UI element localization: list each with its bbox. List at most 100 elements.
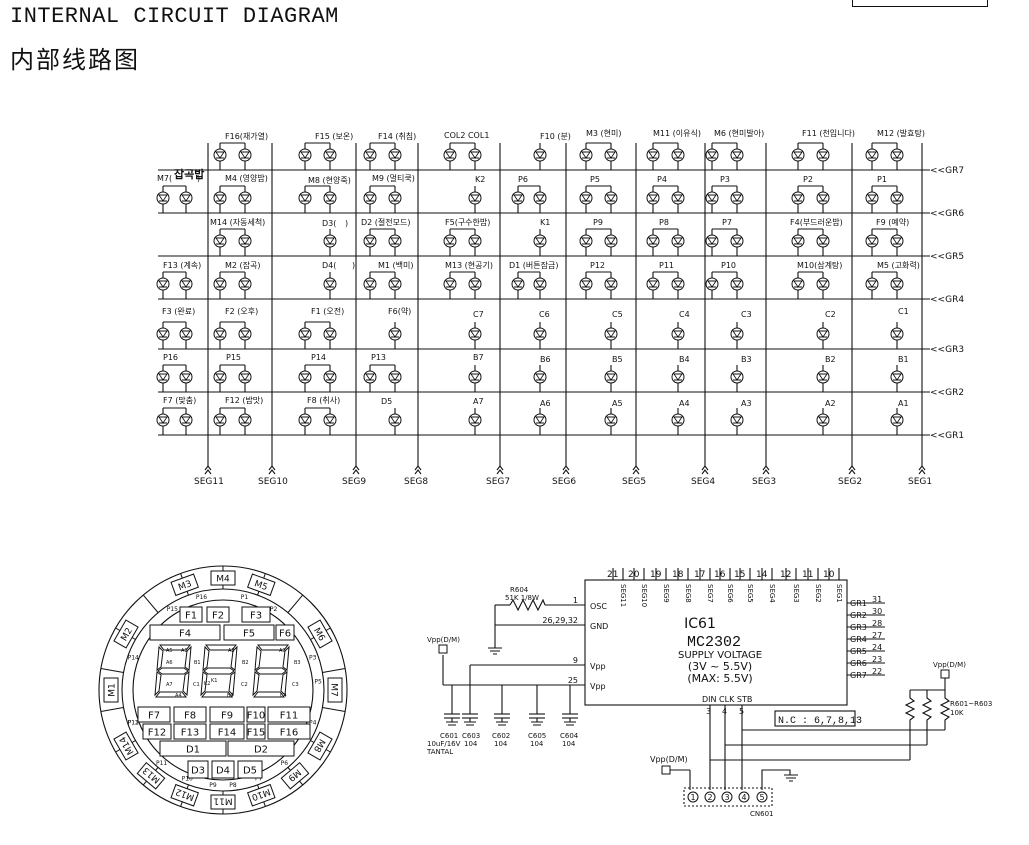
matrix-label: M1 (백미)	[378, 260, 414, 270]
matrix-label: A1	[898, 399, 909, 408]
segment-label: SEG9	[342, 477, 366, 487]
ic-voltage-range: (3V ~ 5.5V)	[688, 660, 752, 673]
led	[238, 191, 252, 205]
ic-right-pin-number: 23	[872, 655, 882, 664]
matrix-label: F10 (분)	[540, 132, 571, 141]
led	[443, 234, 457, 248]
matrix-label: P3	[720, 175, 730, 184]
small-segment-label: P11	[156, 760, 167, 767]
led	[238, 277, 252, 291]
led	[388, 413, 402, 427]
led	[579, 277, 593, 291]
small-segment-label: P8	[229, 782, 237, 789]
pullup-resistor-value: 10K	[950, 709, 964, 717]
digit-segment-label: C4	[280, 693, 287, 699]
matrix-label: D4(	[322, 261, 336, 270]
ic-right-pin-name: GR5	[850, 647, 867, 656]
grid-label: <<GR1	[930, 431, 964, 441]
ic-wires	[442, 568, 951, 807]
ring-segment-label: M4	[216, 575, 230, 585]
led	[791, 148, 805, 162]
led	[816, 370, 830, 384]
function-box-label: F2	[212, 611, 224, 622]
seven-segment-digit	[154, 644, 192, 698]
led	[388, 234, 402, 248]
vpp-label: Vpp(D/M)	[650, 755, 688, 764]
led	[323, 413, 337, 427]
led	[890, 327, 904, 341]
matrix-label: M10(삼계탕)	[797, 260, 842, 270]
grid-label: <<GR3	[930, 345, 964, 355]
vpp-label: Vpp(D/M)	[933, 661, 966, 669]
matrix-label: F9 (예약)	[876, 217, 909, 227]
function-box-label: F10	[247, 711, 265, 722]
led	[468, 277, 482, 291]
small-segment-label: P4	[309, 720, 317, 727]
small-segment-label: P2	[270, 606, 278, 613]
ic-pin-number: 14	[756, 570, 768, 580]
ring-segment-label: M14	[118, 734, 136, 756]
resistor-value: 51K 1/8W	[505, 594, 539, 602]
digit-segment-label: K2	[204, 681, 210, 687]
ic-name: IC61	[684, 616, 716, 632]
ic-pin-name: SEG1	[835, 584, 843, 603]
small-segment-label: P3	[309, 654, 317, 661]
matrix-label: P13	[371, 353, 386, 362]
led	[238, 370, 252, 384]
matrix-label: 잡곡밥	[174, 167, 204, 181]
ring-segment-label: M2	[120, 626, 135, 643]
matrix-label: P12	[590, 261, 605, 270]
led	[604, 234, 618, 248]
led	[298, 413, 312, 427]
ring-segment-label: M7	[329, 683, 339, 697]
function-box: F8	[173, 706, 207, 723]
led	[671, 277, 685, 291]
led	[156, 327, 170, 341]
led	[604, 327, 618, 341]
small-segment-label: P1	[241, 594, 249, 601]
matrix-wires	[158, 142, 930, 475]
matrix-label: B3	[741, 355, 752, 364]
matrix-label: C7	[473, 310, 484, 319]
matrix-label: M2 (잡곡)	[225, 260, 261, 270]
ring-segment: M9	[280, 762, 310, 790]
ic-right-pin-number: 27	[872, 631, 882, 640]
grid-label: <<GR4	[930, 295, 964, 305]
connector-pin-number: 4	[741, 793, 746, 802]
ic-right-pin-number: 24	[872, 643, 882, 652]
digit-segment-label: C1	[193, 682, 200, 688]
matrix-label: B5	[612, 355, 623, 364]
led	[816, 148, 830, 162]
ring-segment: M14	[113, 731, 139, 761]
led	[323, 370, 337, 384]
led	[646, 234, 660, 248]
digit-segment-label: A7	[166, 682, 173, 688]
function-box: F9	[209, 706, 245, 723]
matrix-label: M12 (발효탕)	[877, 128, 925, 138]
led	[468, 234, 482, 248]
led	[363, 191, 377, 205]
led	[238, 234, 252, 248]
matrix-label: M6 (현미발아)	[714, 128, 764, 138]
ring-segment-label: M11	[213, 796, 232, 806]
led	[298, 148, 312, 162]
led	[388, 148, 402, 162]
matrix-label: M5 (고화력)	[877, 260, 920, 270]
ring-segment: M2	[113, 619, 139, 649]
function-box-label: F5	[243, 629, 255, 640]
led	[671, 370, 685, 384]
ring-segment: M12	[170, 783, 200, 807]
small-segment-label: P13	[128, 720, 139, 727]
matrix-label: C6	[539, 310, 550, 319]
ic-left-pin-name: Vpp	[590, 662, 606, 671]
ring-segment: M1	[103, 677, 119, 703]
function-box: F13	[173, 723, 207, 740]
led	[179, 191, 193, 205]
matrix-label: B2	[825, 355, 836, 364]
ic-bottom-pin-number: 4	[722, 707, 727, 716]
matrix-label: B4	[679, 355, 690, 364]
led	[816, 191, 830, 205]
matrix-label: M11 (이유식)	[653, 128, 701, 138]
led	[671, 234, 685, 248]
